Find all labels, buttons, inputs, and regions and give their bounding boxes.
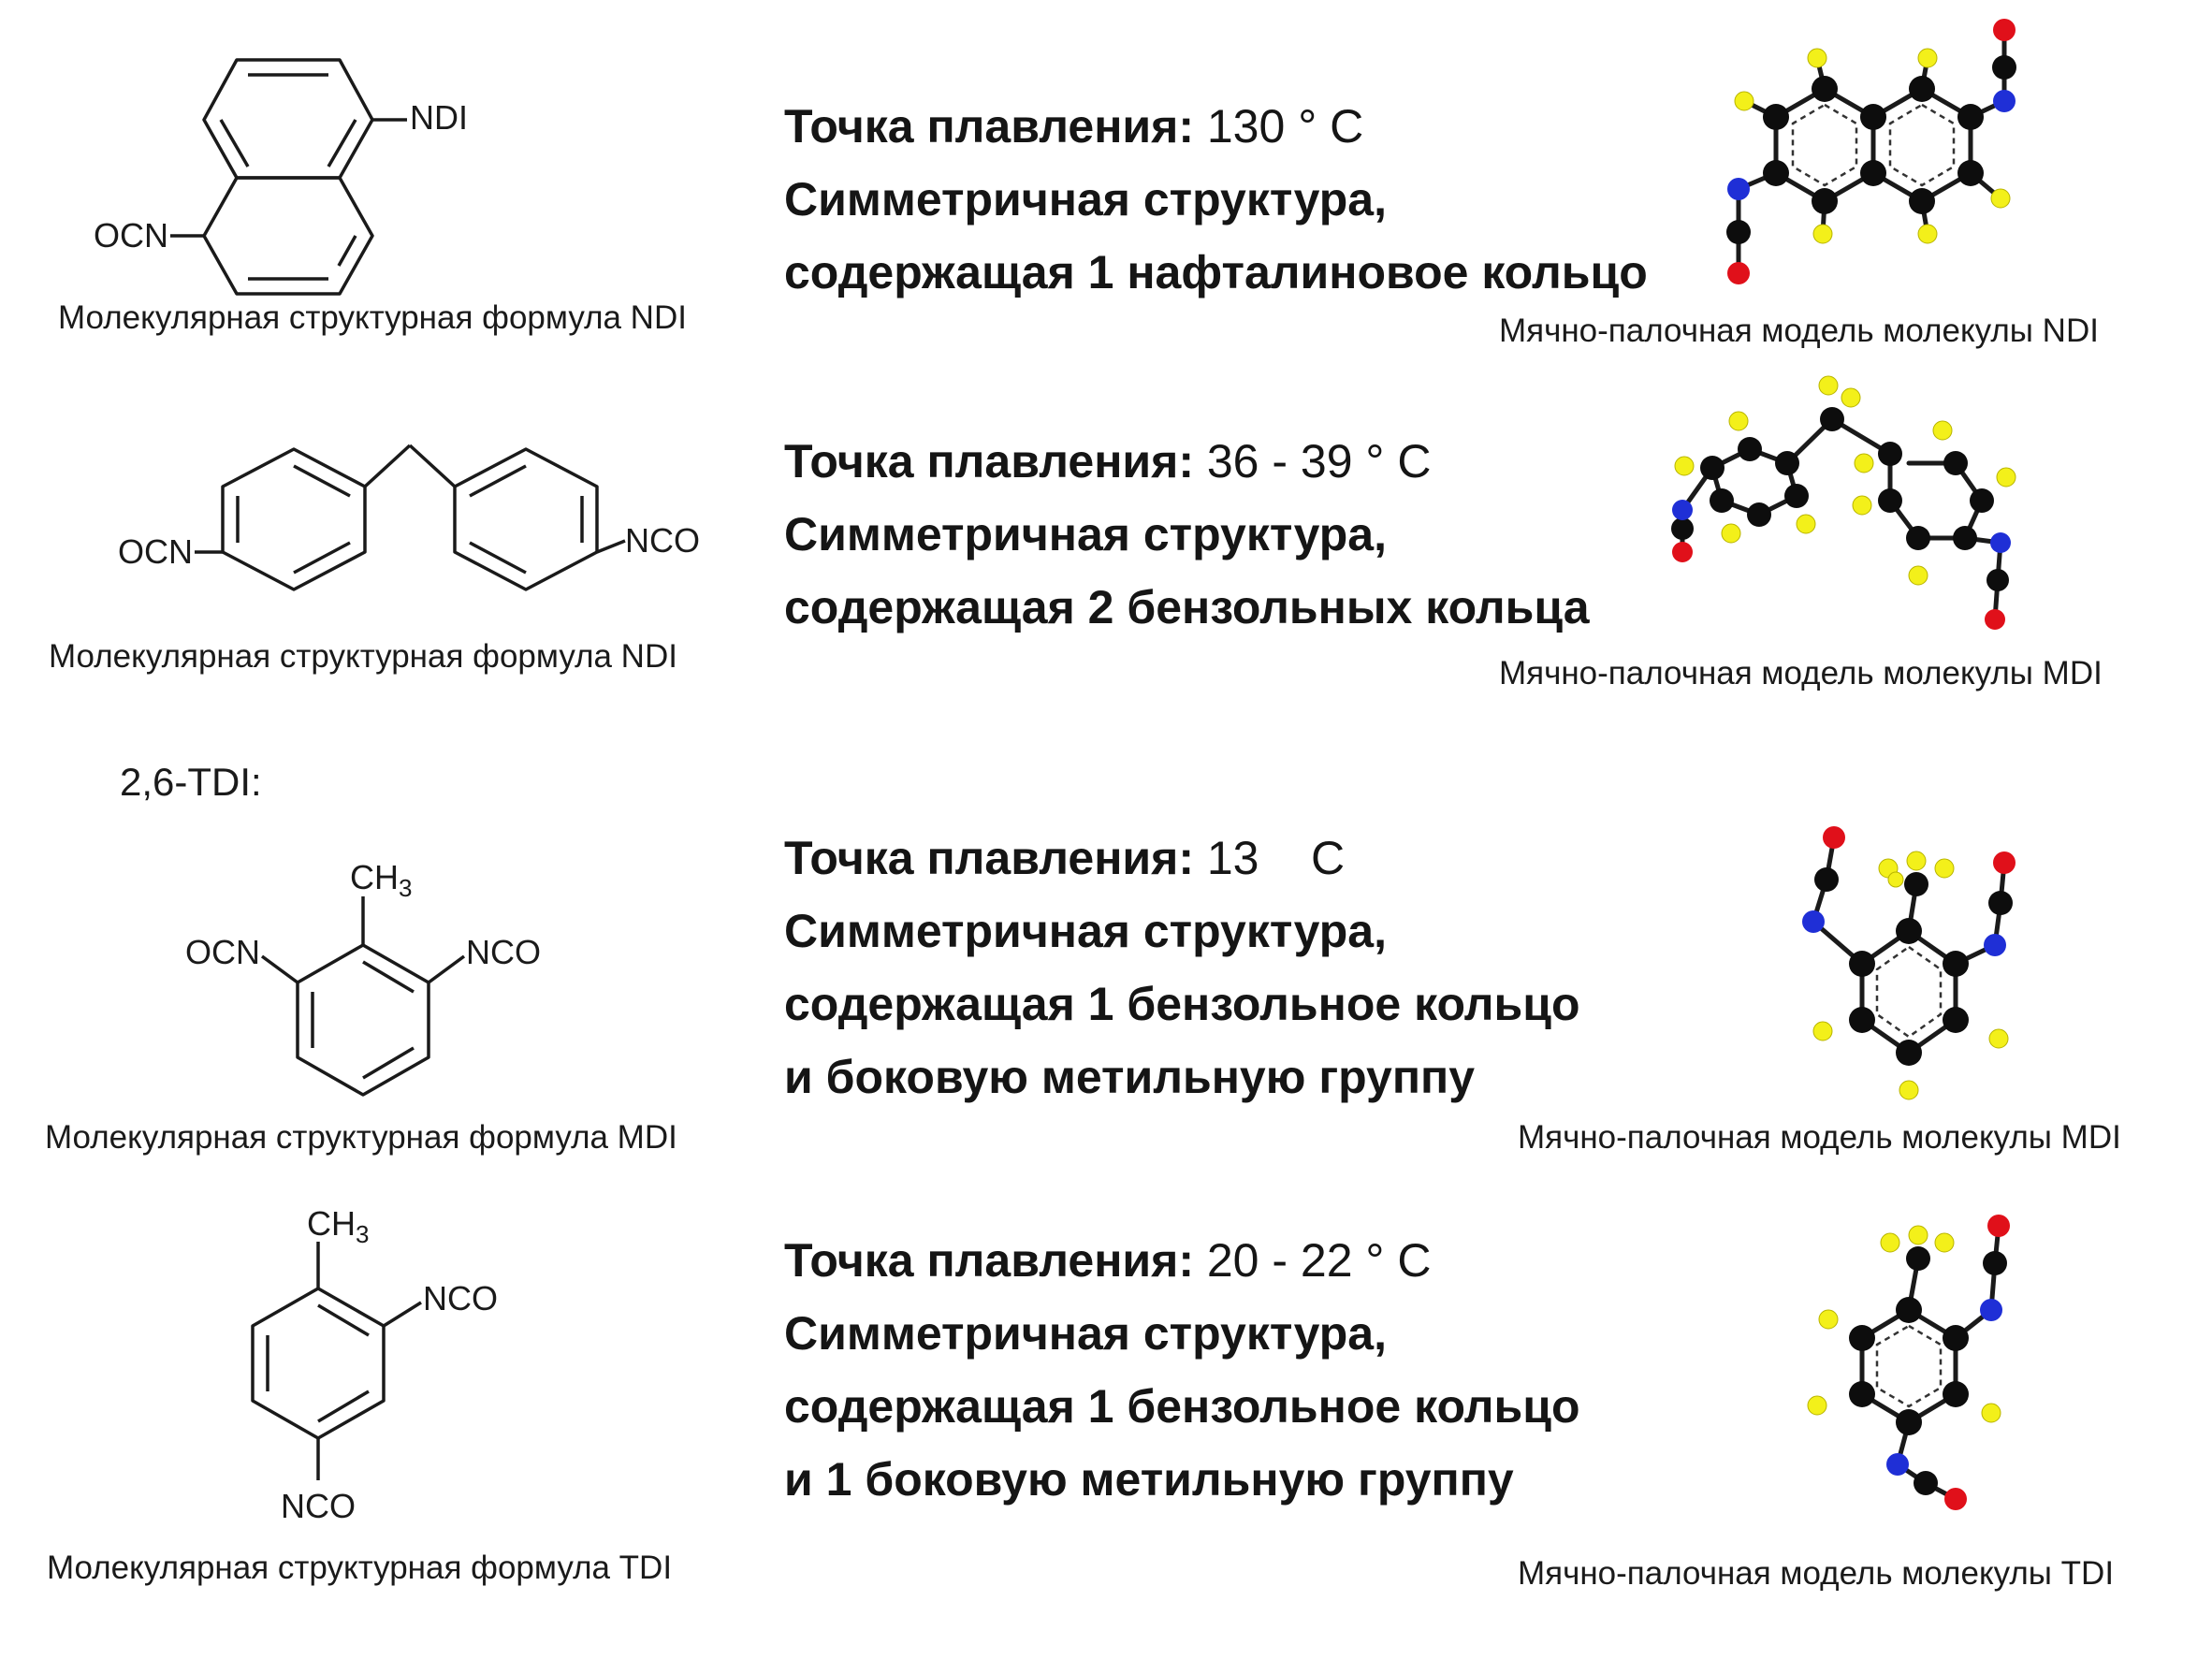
tdi-structural-formula: CH3 NCO NCO	[251, 1204, 498, 1525]
ndi-formula-caption: Молекулярная структурная формула NDI	[58, 299, 687, 336]
tdi26-methyl-label: CH3	[350, 858, 412, 902]
tdi-formula-label-right: NCO	[423, 1279, 498, 1317]
tdi26-formula-label-right: NCO	[466, 933, 541, 971]
tdi26-description: Точка плавления: 13 C Симметричная струк…	[784, 822, 1580, 1113]
ndi-formula-label-left: OCN	[94, 216, 168, 255]
tdi-description: Точка плавления: 20 - 22 ° C Симметрична…	[784, 1224, 1580, 1516]
tdi26-desc-line2: содержащая 1 бензольное кольцо	[784, 978, 1580, 1030]
mdi-formula-label-left: OCN	[118, 532, 193, 571]
tdi26-desc-line1: Симметричная структура,	[784, 905, 1387, 957]
tdi26-melting-label: Точка плавления:	[784, 832, 1194, 884]
ndi-desc-line2: содержащая 1 нафталиновое кольцо	[784, 246, 1648, 298]
tdi-formula-caption: Молекулярная структурная формула TDI	[47, 1550, 673, 1586]
tdi26-formula-caption: Молекулярная структурная формула MDI	[45, 1119, 677, 1156]
tdi-formula-label-bottom: NCO	[281, 1487, 356, 1525]
tdi-desc-line2: содержащая 1 бензольное кольцо	[784, 1380, 1580, 1433]
mdi-formula-caption: Молекулярная структурная формула NDI	[49, 638, 677, 675]
ndi-melting-value: 130 ° C	[1206, 100, 1364, 153]
mdi-model-caption: Мячно-палочная модель молекулы MDI	[1499, 655, 2103, 691]
mdi-structural-formula: OCN NCO	[118, 444, 700, 591]
ndi-desc-line1: Симметричная структура,	[784, 173, 1387, 226]
tdi26-structural-formula: CH3 OCN NCO	[185, 858, 541, 1097]
tdi26-heading: 2,6-TDI:	[120, 760, 262, 804]
tdi-desc-line1: Симметричная структура,	[784, 1307, 1387, 1360]
mdi-ball-stick-model	[1671, 375, 2016, 630]
tdi-model-caption: Мячно-палочная модель молекулы TDI	[1518, 1555, 2115, 1592]
ndi-ball-stick-model	[1726, 19, 2016, 284]
ndi-structural-formula: NDI OCN	[94, 58, 468, 296]
mdi-description: Точка плавления: 36 - 39 ° C Симметрична…	[784, 425, 1590, 644]
tdi26-model-caption: Мячно-палочная модель молекулы MDI	[1518, 1119, 2121, 1156]
mdi-formula-label-right: NCO	[625, 521, 700, 560]
ndi-description: Точка плавления: 130 ° C Симметричная ст…	[784, 90, 1648, 309]
mdi-desc-line2: содержащая 2 бензольных кольца	[784, 581, 1590, 633]
tdi-desc-line3: и 1 боковую метильную группу	[784, 1453, 1514, 1506]
tdi-ball-stick-model	[1807, 1215, 2010, 1510]
tdi-melting-value: 20 - 22 ° C	[1206, 1234, 1432, 1287]
mdi-melting-label: Точка плавления:	[784, 435, 1194, 488]
tdi26-formula-label-left: OCN	[185, 933, 260, 971]
mdi-desc-line1: Симметричная структура,	[784, 508, 1387, 560]
tdi26-melting-value: 13 C	[1206, 832, 1346, 884]
tdi26-desc-line3: и боковую метильную группу	[784, 1051, 1476, 1103]
ndi-melting-label: Точка плавления:	[784, 100, 1194, 153]
ndi-model-caption: Мячно-палочная модель молекулы NDI	[1499, 313, 2099, 349]
ndi-formula-label-right: NDI	[410, 98, 468, 137]
tdi-melting-label: Точка плавления:	[784, 1234, 1194, 1287]
tdi26-ball-stick-model	[1802, 826, 2016, 1100]
mdi-melting-value: 36 - 39 ° C	[1206, 435, 1432, 488]
tdi-methyl-label: CH3	[307, 1204, 369, 1248]
